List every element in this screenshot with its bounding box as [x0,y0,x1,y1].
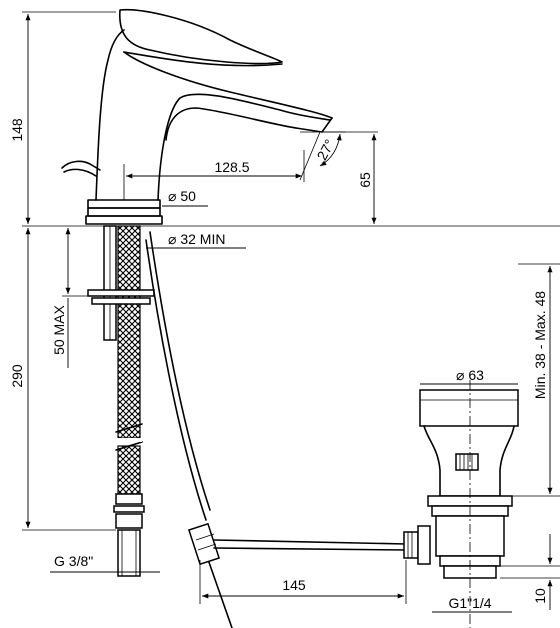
label-waste-diameter: ⌀ 63 [456,367,484,383]
label-max-deck-thickness: 50 MAX [51,304,67,354]
label-waste-thread: G1"1/4 [448,595,491,611]
threaded-rod [87,225,155,341]
pop-up-rod [145,231,431,628]
label-supply-thread: G 3/8" [54,553,93,569]
label-hose-length: 290 [9,364,25,388]
label-hole-diameter: ⌀ 32 MIN [168,231,225,247]
label-base-diameter: ⌀ 50 [168,188,196,204]
supply-hose [113,225,145,577]
label-spout-height: 65 [357,172,373,188]
label-spout-angle: 27° [314,137,338,163]
label-waste-range: Min. 38 - Max. 48 [532,291,548,399]
mixer-body [61,8,333,225]
label-waste-offset: 10 [532,588,548,604]
pop-up-waste [419,380,519,628]
label-spout-reach: 128.5 [214,159,249,175]
dimension-lines [22,11,560,613]
label-mixer-height: 148 [9,118,25,142]
label-rod-length: 145 [282,577,306,593]
